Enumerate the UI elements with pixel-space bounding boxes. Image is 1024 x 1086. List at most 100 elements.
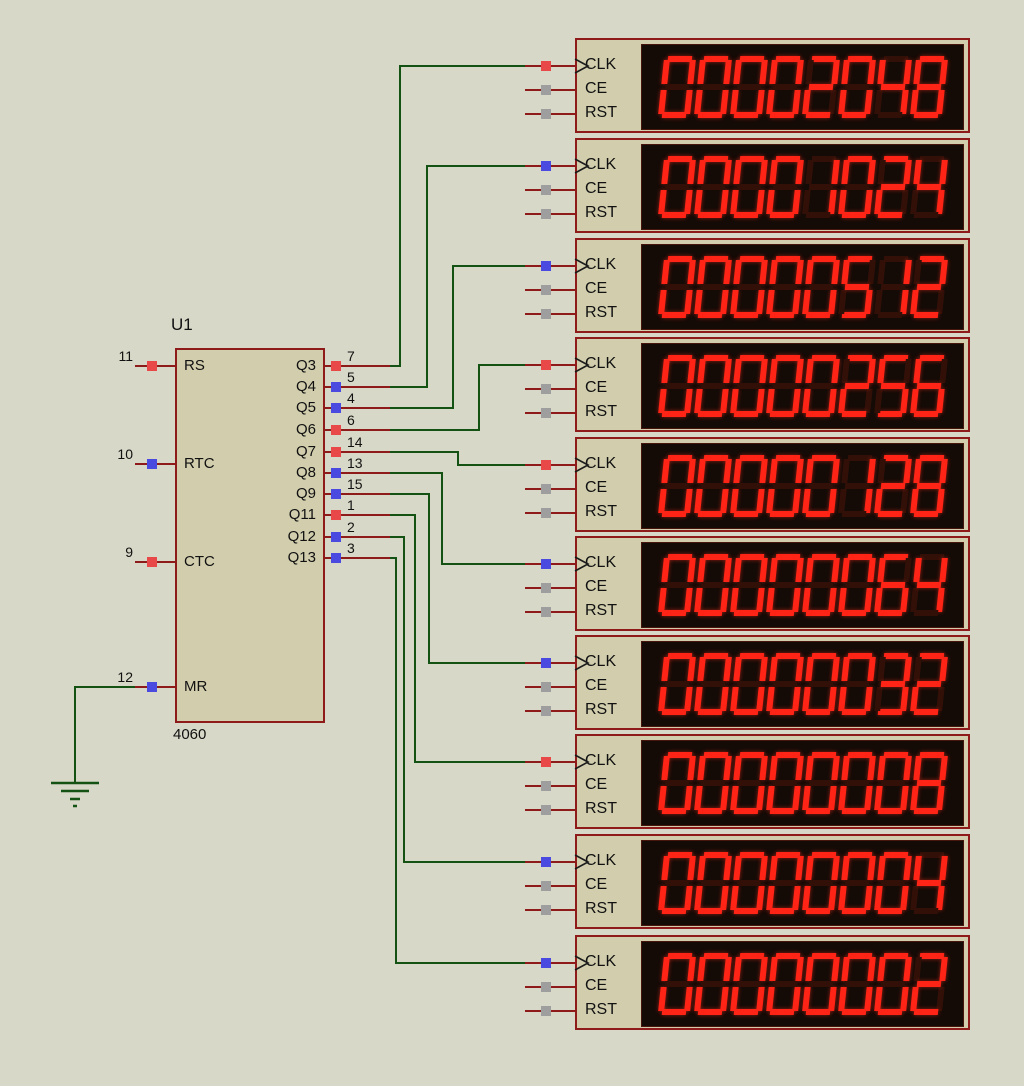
segment-c xyxy=(791,290,801,314)
segment-e xyxy=(873,687,883,711)
pin-number-label: 3 xyxy=(347,540,355,556)
seven-seg-digit xyxy=(873,653,912,715)
segment-c xyxy=(719,290,729,314)
segment-c xyxy=(827,190,837,214)
segment-d xyxy=(877,1009,902,1015)
counter-pin-label: CE xyxy=(585,180,608,197)
segment-c xyxy=(935,489,945,513)
segment-a xyxy=(739,852,764,858)
segment-c xyxy=(863,886,873,910)
segment-g xyxy=(772,681,797,687)
segment-g xyxy=(736,780,761,786)
segment-g xyxy=(808,582,833,588)
seven-seg-digit xyxy=(693,56,732,118)
wire[interactable] xyxy=(390,536,525,863)
segment-e xyxy=(873,90,883,114)
segment-d xyxy=(697,112,722,118)
segment-f xyxy=(912,558,922,582)
segment-a xyxy=(883,455,908,461)
logic-state-indicator xyxy=(331,553,341,563)
segment-a xyxy=(883,355,908,361)
segment-g xyxy=(808,681,833,687)
segment-e xyxy=(909,190,919,214)
segment-d xyxy=(769,312,794,318)
segment-a xyxy=(775,156,800,162)
seven-seg-digit xyxy=(873,56,912,118)
segment-e xyxy=(657,987,667,1011)
segment-e xyxy=(657,786,667,810)
segment-f xyxy=(696,160,706,184)
segment-c xyxy=(755,389,765,413)
wire[interactable] xyxy=(390,65,525,367)
segment-b xyxy=(794,260,804,284)
segment-f xyxy=(660,657,670,681)
segment-f xyxy=(732,756,742,780)
segment-f xyxy=(768,359,778,383)
segment-c xyxy=(863,90,873,114)
logic-state-indicator xyxy=(331,532,341,542)
segment-b xyxy=(794,160,804,184)
segment-g xyxy=(700,284,725,290)
logic-state-indicator xyxy=(331,468,341,478)
segment-g xyxy=(808,383,833,389)
segment-b xyxy=(794,856,804,880)
segment-b xyxy=(938,957,948,981)
segment-e xyxy=(729,90,739,114)
segment-d xyxy=(841,1009,866,1015)
segment-d xyxy=(661,1009,686,1015)
wire[interactable] xyxy=(390,493,525,664)
segment-b xyxy=(722,756,732,780)
logic-state-indicator xyxy=(541,583,551,593)
seven-seg-digit xyxy=(801,752,840,814)
segment-g xyxy=(916,780,941,786)
seven-seg-digit xyxy=(765,156,804,218)
segment-d xyxy=(733,112,758,118)
segment-g xyxy=(664,383,689,389)
segment-g xyxy=(664,284,689,290)
segment-c xyxy=(755,190,765,214)
wire-ground[interactable] xyxy=(74,686,135,782)
segment-c xyxy=(719,90,729,114)
ic-u1-body[interactable] xyxy=(175,348,325,723)
chip-pin-label: Q5 xyxy=(295,399,316,416)
segment-b xyxy=(722,359,732,383)
segment-g xyxy=(664,880,689,886)
segment-b xyxy=(902,359,912,383)
segment-d xyxy=(733,610,758,616)
wire[interactable] xyxy=(390,165,525,388)
segment-e xyxy=(765,290,775,314)
wire[interactable] xyxy=(390,265,525,409)
logic-state-indicator xyxy=(147,682,157,692)
wire[interactable] xyxy=(390,514,525,763)
segment-b xyxy=(866,60,876,84)
segment-g xyxy=(736,284,761,290)
segment-d xyxy=(697,709,722,715)
seven-seg-display xyxy=(641,44,964,130)
segment-g xyxy=(700,880,725,886)
segment-f xyxy=(696,657,706,681)
segment-a xyxy=(847,156,872,162)
segment-f xyxy=(804,60,814,84)
counter-pin-label: RST xyxy=(585,701,617,718)
wire[interactable] xyxy=(390,472,525,565)
segment-e xyxy=(873,786,883,810)
wire[interactable] xyxy=(390,364,525,431)
logic-state-indicator xyxy=(541,757,551,767)
wire[interactable] xyxy=(390,451,525,466)
segment-f xyxy=(804,359,814,383)
counter-pin-label: RST xyxy=(585,800,617,817)
segment-c xyxy=(683,886,693,910)
segment-g xyxy=(916,880,941,886)
wire[interactable] xyxy=(390,557,525,964)
segment-b xyxy=(830,160,840,184)
